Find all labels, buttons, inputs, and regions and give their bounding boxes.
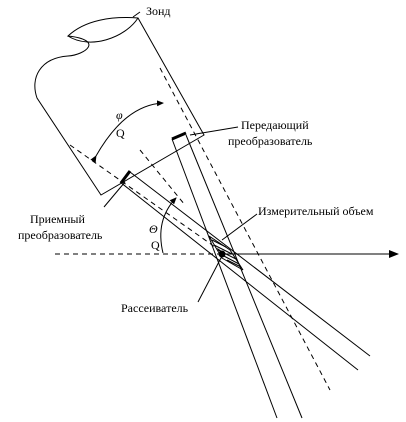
probe-axis-line [159,67,331,391]
measuring-volume [208,235,244,271]
transmitter-element [171,131,187,141]
probe-label-leader [132,11,141,18]
phi-symbol: φ [116,108,123,122]
phi-angle-marker: Q [116,126,125,140]
receiver-element [119,170,132,184]
theta-angle-arc [160,197,177,254]
volume-label-leader [221,213,258,241]
transmitter-label-line1: Передающий [241,118,309,132]
theta-symbol: Θ [149,222,158,236]
receiver-label-line2: преобразователь [18,228,103,242]
probe-body [34,17,205,196]
receiver-label-leader [103,181,126,208]
probe-label: Зонд [146,4,171,18]
receiver-axis-line [69,144,226,255]
transmitter-label-leader [189,126,239,136]
scatterer-label: Рассеиватель [121,301,189,315]
measuring-volume-label: Измерительный объем [258,204,374,218]
scatterer-label-leader [197,255,223,303]
receiver-label-line1: Приемный [30,212,85,226]
scatterer-point [218,250,226,258]
transmitter-label-line2: преобразователь [228,134,313,148]
theta-angle-marker: Q [151,238,160,252]
receiver-beam [119,171,371,371]
transmitter-beam [171,134,303,419]
phi-angle-arc [90,100,164,163]
